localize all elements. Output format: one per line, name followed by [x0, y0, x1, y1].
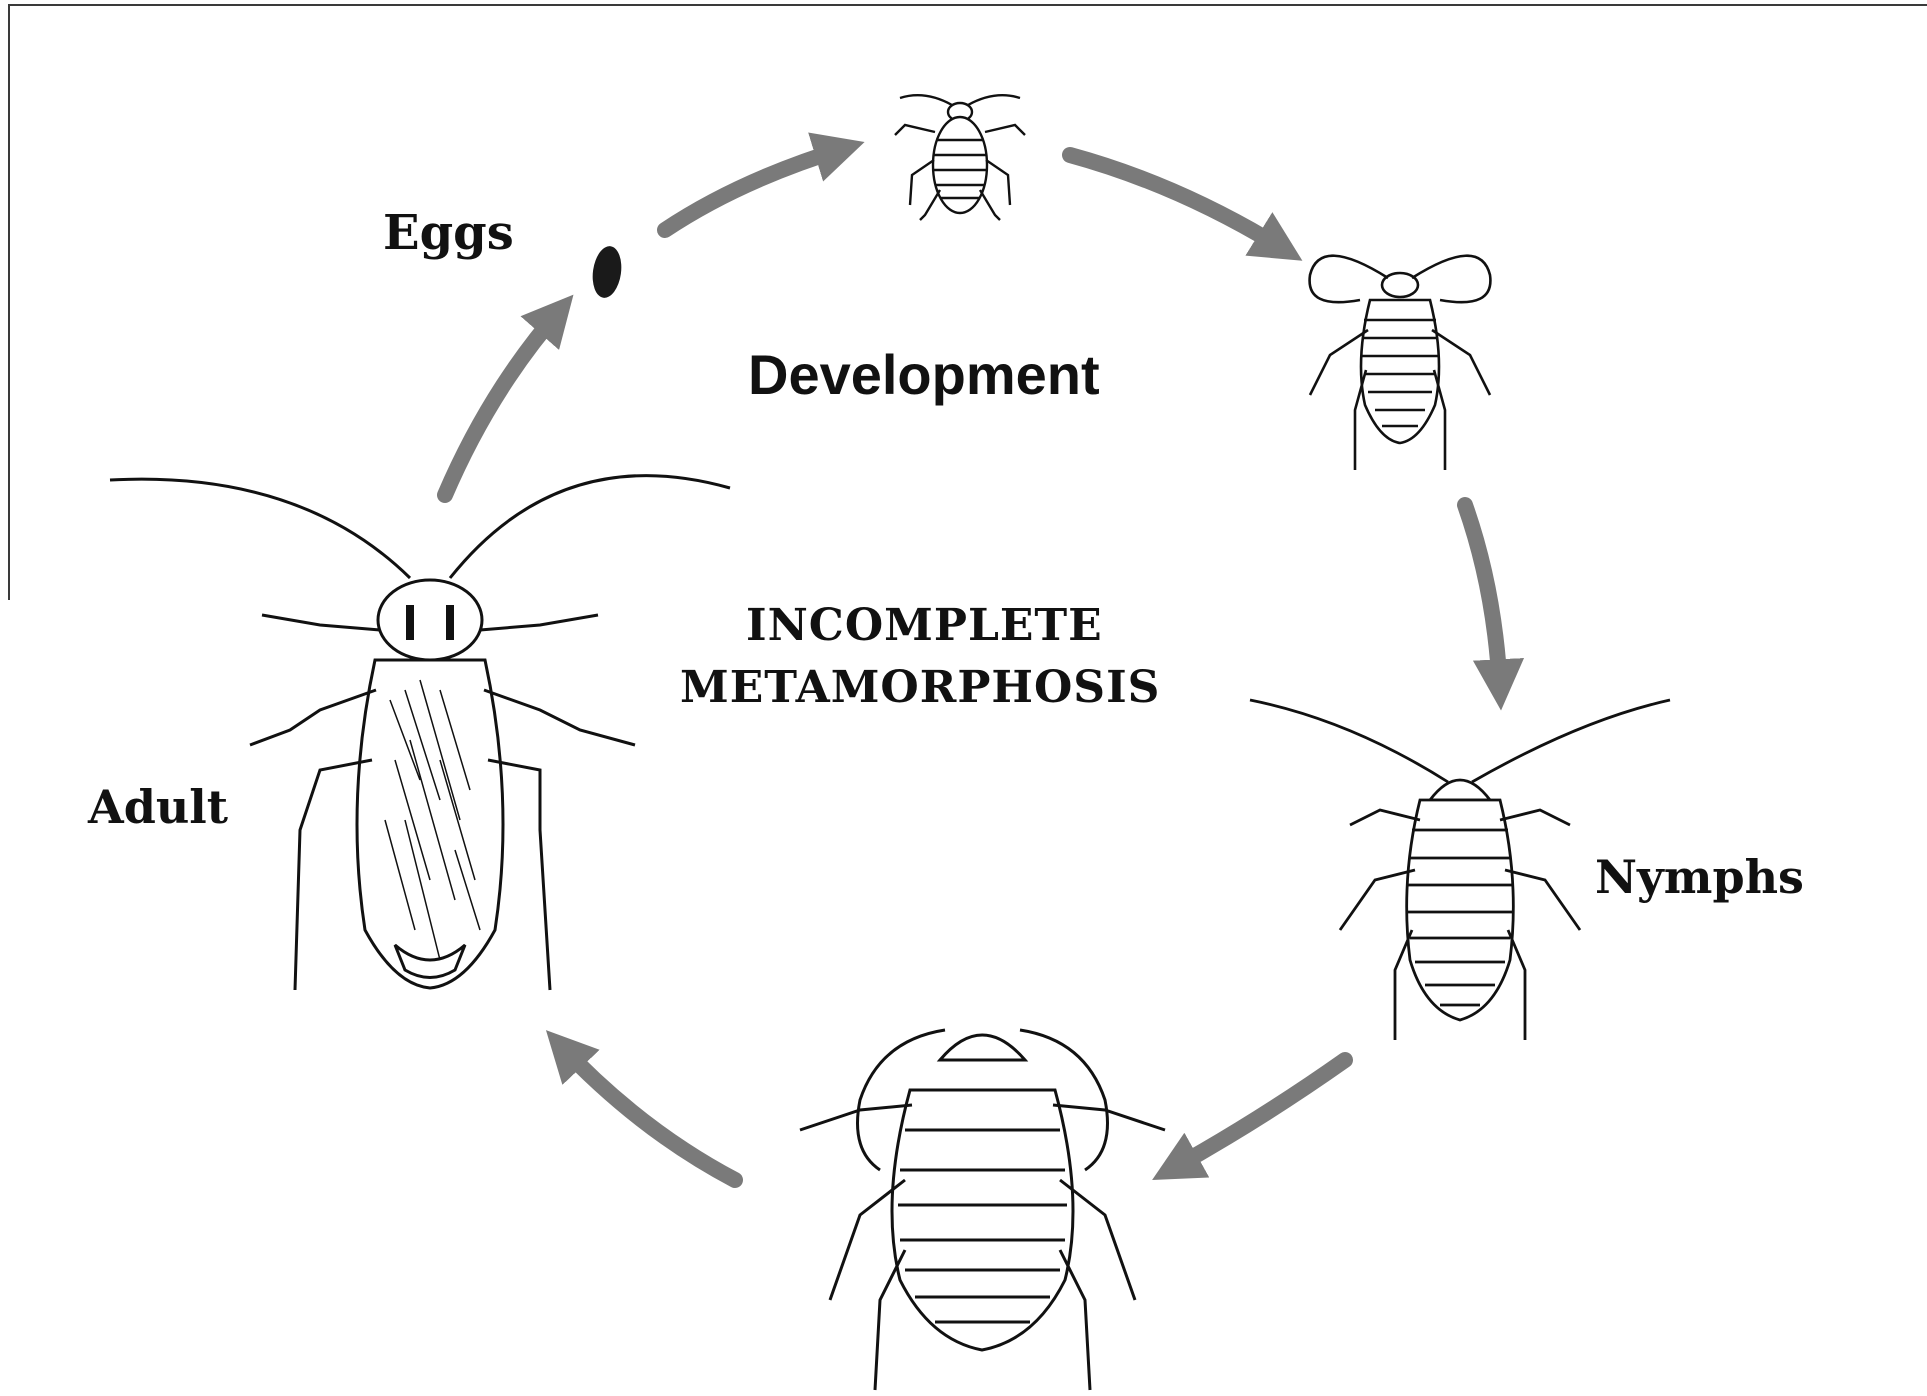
- adult-label: Adult: [88, 780, 228, 834]
- fourth-nymph-icon: [800, 1030, 1165, 1390]
- egg-icon: [590, 244, 625, 299]
- center-label-line2: METAMORPHOSIS: [680, 662, 1160, 713]
- arrow-fourth-nymph-to-adult: [560, 1045, 735, 1180]
- arrow-third-to-fourth-nymph: [1170, 1060, 1345, 1170]
- eggs-label: Eggs: [383, 205, 514, 261]
- arrow-adult-to-eggs: [445, 310, 560, 495]
- arrow-second-to-third-nymph: [1465, 505, 1500, 690]
- second-nymph-icon: [1310, 256, 1491, 470]
- center-label-line1: INCOMPLETE: [746, 600, 1103, 651]
- arrow-first-to-second-nymph: [1070, 155, 1285, 250]
- nymphs-label: Nymphs: [1595, 850, 1804, 904]
- page-title: Development: [748, 342, 1100, 407]
- adult-icon: [110, 476, 730, 990]
- arrow-eggs-to-first-nymph: [665, 148, 845, 230]
- first-nymph-icon: [895, 95, 1025, 220]
